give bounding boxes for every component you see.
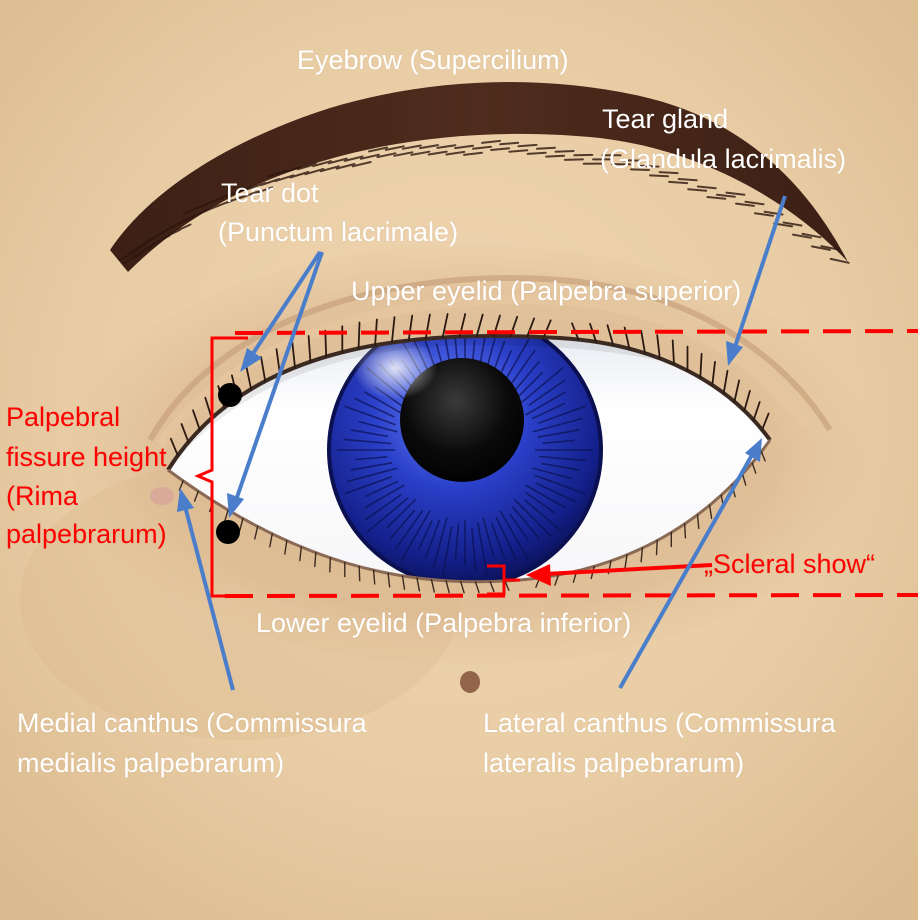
medial-canthus-label-line2: medialis palpebrarum) bbox=[17, 748, 285, 778]
eyebrow-shape bbox=[110, 82, 848, 273]
upper-eyelid-label: Upper eyelid (Palpebra superior) bbox=[351, 276, 742, 306]
lower-lid-reference-line bbox=[224, 593, 918, 598]
lateral-canthus-label-line1: Lateral canthus (Commissura bbox=[483, 708, 836, 738]
lower-tear-dot bbox=[216, 520, 240, 544]
fissure-height-label-line1: Palpebral bbox=[6, 402, 121, 432]
pointer-arrows bbox=[177, 195, 787, 691]
scleral-show-label: „Scleral show“ bbox=[704, 549, 876, 579]
caruncle bbox=[150, 487, 174, 505]
upper-tear-dot bbox=[218, 383, 242, 407]
fissure-height-brace bbox=[194, 336, 248, 598]
fissure-height-label-line4: palpebrarum) bbox=[6, 519, 167, 549]
tear-gland-label-line2: (Glandula lacrimalis) bbox=[600, 144, 847, 174]
eyelid-crease bbox=[147, 275, 833, 442]
light-reflection bbox=[353, 336, 437, 400]
eyebrow-label: Eyebrow (Supercilium) bbox=[297, 45, 569, 75]
lateral-canthus-label-line2: lateralis palpebrarum) bbox=[483, 748, 745, 778]
tear-dot-label-line2: (Punctum lacrimale) bbox=[218, 217, 459, 247]
scleral-show-bracket bbox=[487, 564, 520, 596]
medial-canthus-label-line1: Medial canthus (Commissura bbox=[17, 708, 367, 738]
fissure-height-label-line3: (Rima bbox=[6, 481, 78, 511]
lower-eyelid-label: Lower eyelid (Palpebra inferior) bbox=[256, 608, 632, 638]
fissure-height-label-line2: fissure height bbox=[6, 442, 167, 472]
pupil bbox=[400, 358, 524, 482]
upper-lid-reference-line bbox=[234, 329, 918, 335]
tear-dot-label-line1: Tear dot bbox=[221, 178, 319, 208]
mole bbox=[460, 671, 480, 693]
scleral-show-arrow bbox=[544, 563, 713, 576]
tear-gland-label-line1: Tear gland bbox=[602, 104, 729, 134]
